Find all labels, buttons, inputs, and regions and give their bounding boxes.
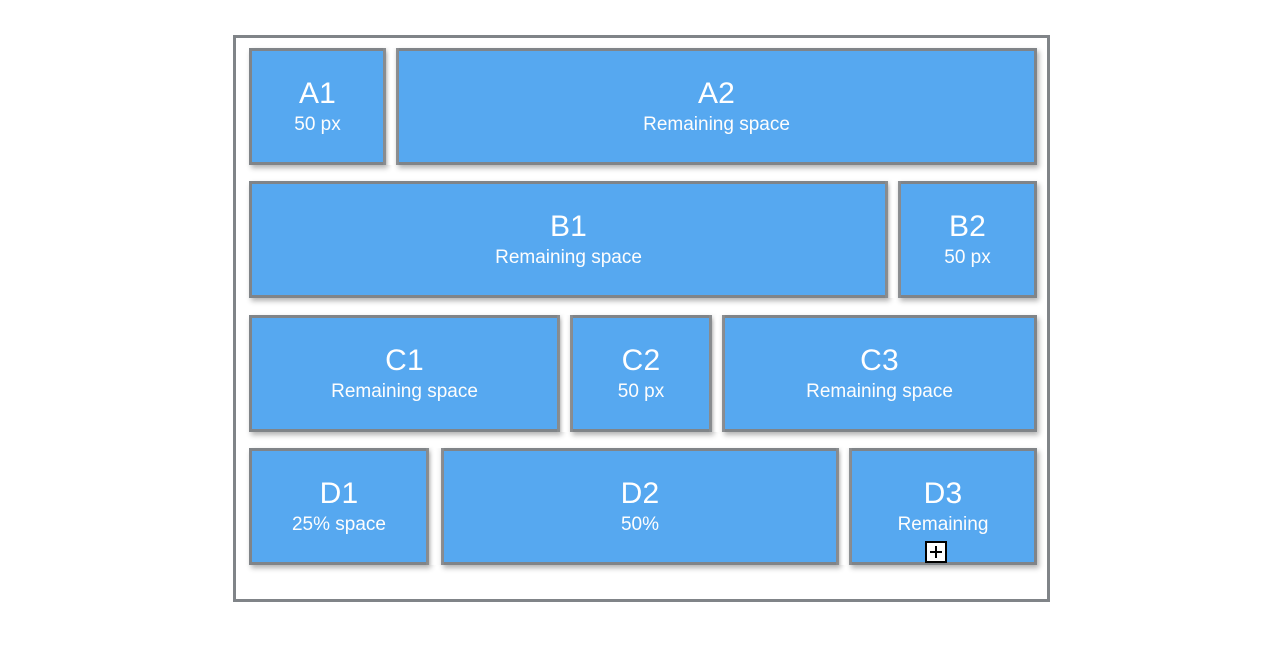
pane-d3-subtitle: Remaining [897,514,989,535]
split-row-b: B1 Remaining space B2 50 px [249,181,1037,298]
pane-d2[interactable]: D2 50% [441,448,839,565]
pane-a2-subtitle: Remaining space [643,114,790,135]
split-row-c: C1 Remaining space C2 50 px C3 Remaining… [249,315,1037,432]
pane-c3-title: C3 [860,344,899,377]
pane-d2-title: D2 [620,477,660,510]
splitter-d1-d2[interactable] [426,448,444,565]
pane-c1[interactable]: C1 Remaining space [249,315,560,432]
pane-d1-title: D1 [319,477,359,510]
pane-a1-subtitle: 50 px [294,114,341,135]
split-row-a: A1 50 px A2 Remaining space [249,48,1037,165]
pane-c1-subtitle: Remaining space [331,381,478,402]
pane-d1-subtitle: 25% space [291,514,386,535]
pane-a1[interactable]: A1 50 px [249,48,386,165]
pane-a2-title: A2 [697,77,736,110]
splitter-c2-c3[interactable] [709,315,725,432]
pane-d2-subtitle: 50% [620,514,660,535]
pane-c1-title: C1 [385,344,424,377]
split-rows-container: A1 50 px A2 Remaining space B1 Remaining… [249,45,1037,591]
pane-c3-subtitle: Remaining space [806,381,953,402]
splitter-c1-c2[interactable] [557,315,573,432]
pane-a2[interactable]: A2 Remaining space [396,48,1037,165]
pane-c2-title: C2 [621,344,661,377]
splitter-a1-a2[interactable] [383,48,399,165]
splitter-b1-b2[interactable] [885,181,901,298]
pane-b1-title: B1 [549,210,588,243]
splitter-demo-window: A1 50 px A2 Remaining space B1 Remaining… [233,35,1050,602]
pane-c2[interactable]: C2 50 px [570,315,712,432]
splitter-d2-d3[interactable] [836,448,852,565]
split-row-d: D1 25% space D2 50% D3 Remaining [249,448,1037,565]
pane-c2-subtitle: 50 px [617,381,665,402]
pane-b1-subtitle: Remaining space [495,247,642,268]
pane-b2[interactable]: B2 50 px [898,181,1037,298]
pane-c3[interactable]: C3 Remaining space [722,315,1037,432]
pane-b1[interactable]: B1 Remaining space [249,181,888,298]
pane-a1-title: A1 [298,77,337,110]
pane-b2-subtitle: 50 px [944,247,991,268]
pane-d1[interactable]: D1 25% space [249,448,429,565]
pane-d3-title: D3 [923,477,963,510]
crosshair-plus-cursor-icon [925,541,947,563]
pane-b2-title: B2 [948,210,987,243]
